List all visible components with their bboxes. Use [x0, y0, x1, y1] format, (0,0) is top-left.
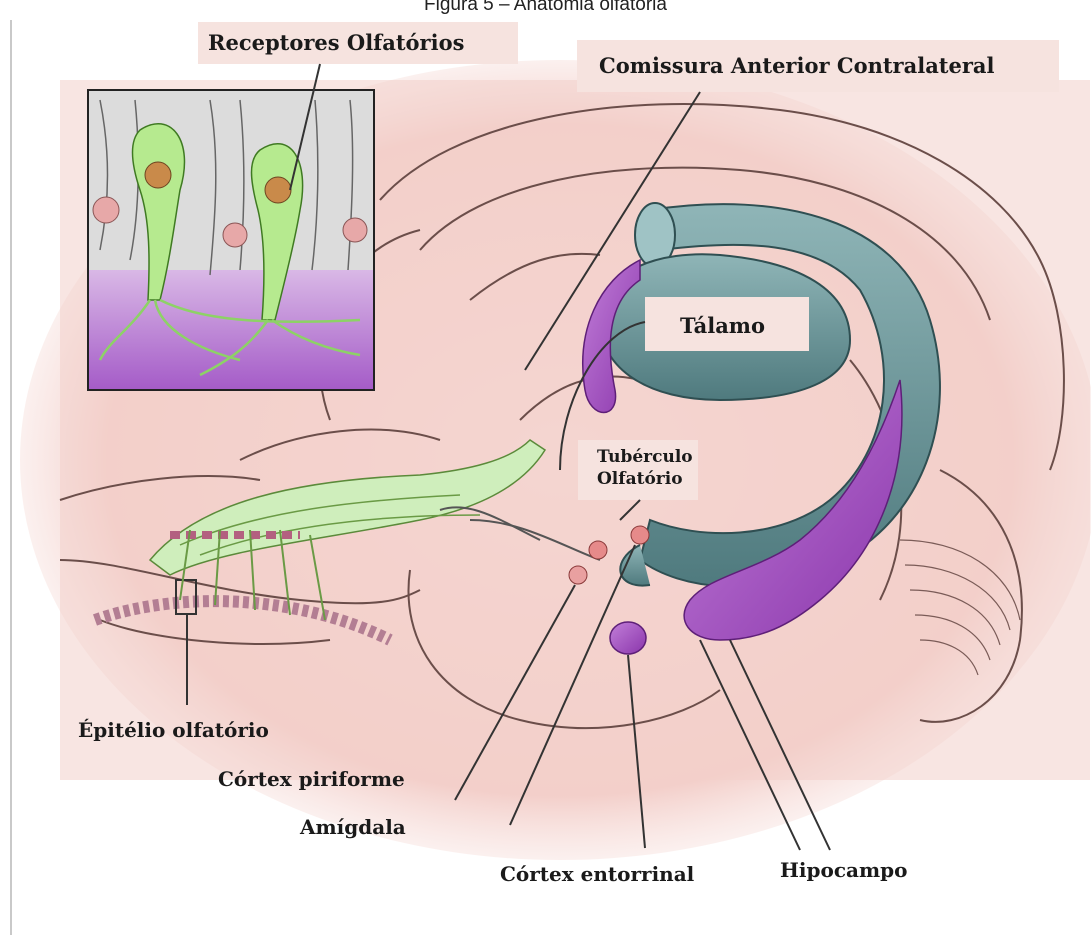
receptor-inset	[88, 90, 374, 390]
label-cortex-piriforme: Córtex piriforme	[218, 767, 405, 791]
label-cortex-entorrinal: Córtex entorrinal	[500, 862, 694, 886]
label-receptores-olfatorios: Receptores Olfatórios	[208, 30, 464, 55]
label-comissura-anterior: Comissura Anterior Contralateral	[583, 45, 1011, 86]
label-epitelio-olfatorio: Épitélio olfatório	[78, 718, 269, 742]
amygdala-shape	[631, 526, 649, 544]
entorhinal-shape	[610, 622, 646, 654]
label-hipocampo: Hipocampo	[780, 858, 907, 882]
label-amigdala: Amígdala	[300, 815, 406, 839]
label-tuberculo-olfatorio: Tubérculo Olfatório	[585, 444, 705, 492]
label-tuberculo-line1: Tubérculo	[597, 446, 693, 468]
label-tuberculo-line2: Olfatório	[597, 468, 693, 490]
label-talamo: Tálamo	[650, 305, 795, 346]
piriform-shape	[569, 566, 587, 584]
